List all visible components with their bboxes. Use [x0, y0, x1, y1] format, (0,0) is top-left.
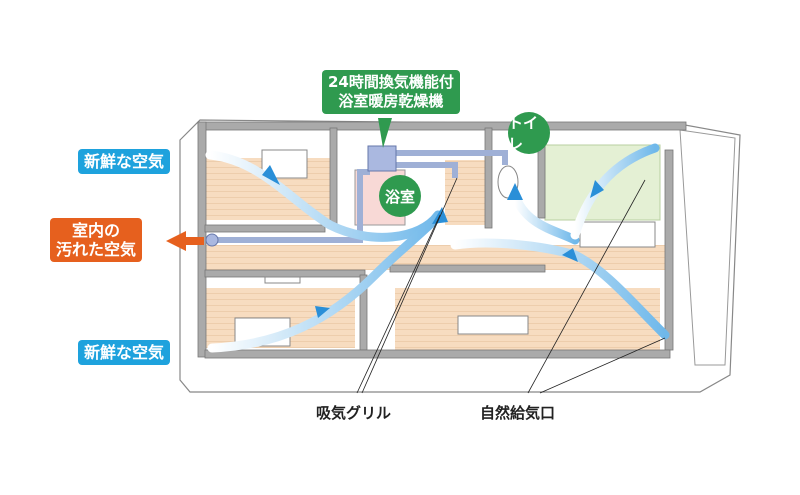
exhaust-duct — [215, 150, 508, 243]
fresh-air-label-top: 新鮮な空気 — [78, 149, 171, 174]
ventilation-unit — [367, 145, 397, 172]
furniture — [234, 149, 656, 347]
dirty-air-line1: 室内の — [72, 221, 121, 240]
bathroom-badge: 浴室 — [379, 175, 421, 217]
exhaust-vent — [205, 233, 219, 247]
exhaust-arrow — [166, 231, 204, 251]
unit-callout-pointer — [378, 118, 392, 148]
intake-grille-caption: 吸気グリル — [316, 404, 392, 422]
toilet-badge: トイレ — [508, 112, 550, 154]
dirty-air-line2: 汚れた空気 — [56, 240, 137, 259]
natural-inlet-caption: 自然給気口 — [480, 404, 556, 422]
fresh-air-label-bottom: 新鮮な空気 — [78, 340, 171, 365]
balcony — [679, 129, 736, 366]
unit-callout-label: 24時間換気機能付 浴室暖房乾燥機 — [322, 70, 460, 114]
leader-lines — [356, 177, 666, 394]
unit-title-line2: 浴室暖房乾燥機 — [338, 92, 444, 110]
unit-title-line1: 24時間換気機能付 — [328, 73, 454, 91]
dirty-air-label: 室内の 汚れた空気 — [50, 218, 143, 262]
room-floor-hall — [445, 160, 490, 225]
